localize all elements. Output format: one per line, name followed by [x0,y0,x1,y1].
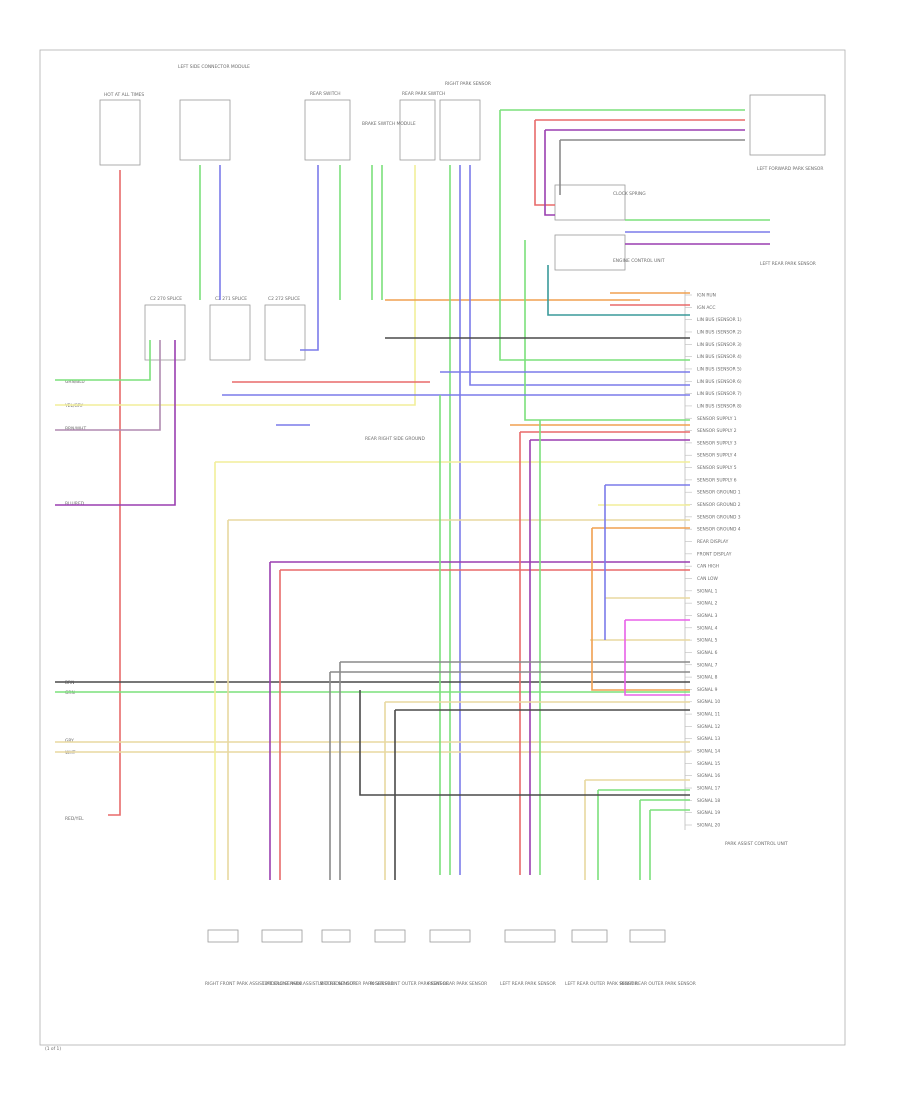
module-pin-label: SIGNAL 20 [697,823,720,829]
b4-label: RIGHT FRONT OUTER PARK SENSOR [370,981,449,987]
module-pin-label: FRONT DISPLAY [697,551,732,557]
cas-label: CLOCK SPRING [613,191,646,197]
b3-label: LEFT FRONT OUTER PARK SENSOR [318,981,394,987]
module-pin-label: SENSOR SUPPLY 3 [697,440,737,446]
module-pin-label: REAR DISPLAY [697,539,729,545]
c2270-label: C2 270 SPLICE [150,296,182,302]
rps-label: RIGHT PARK SENSOR [445,81,491,87]
module-pin-label: LIN BUS (SENSOR 2) [697,329,742,335]
module-pin-label: SIGNAL 13 [697,736,720,742]
ecu-label: ENGINE CONTROL UNIT [613,258,665,264]
b6-label: LEFT REAR PARK SENSOR [500,981,556,987]
ground-label: REAR RIGHT SIDE GROUND [365,436,425,442]
left-inputs: GRN/BLU YEL/GRY BRN/WHT BLU/RED BRN GRN … [64,379,86,822]
module-pin-label: SIGNAL 3 [697,613,718,619]
module-pin-label: SIGNAL 12 [697,724,720,730]
bottom-connector-3: LEFT FRONT OUTER PARK SENSOR [318,929,394,987]
lscm-label: LEFT SIDE CONNECTOR MODULE [178,64,250,70]
bsm-label: BRAKE SWITCH MODULE [362,121,416,127]
module-pin-label: SENSOR SUPPLY 6 [697,477,737,483]
module-pin-label: SIGNAL 11 [697,712,720,718]
module-pin-label: SIGNAL 1 [697,588,718,594]
module-pin-label: SIGNAL 9 [697,687,718,693]
module-pin-label: IGN RUN [697,293,716,299]
wires [55,109,770,880]
lfps-label: LEFT FORWARD PARK SENSOR [757,166,823,172]
page-id: (1 of 1) [45,1046,61,1052]
module-pin-label: LIN BUS (SENSOR 6) [697,379,742,385]
module-pin-label: SIGNAL 17 [697,786,720,792]
module-pin-label: SENSOR SUPPLY 5 [697,465,737,471]
c2272-label: C2 272 SPLICE [268,296,300,302]
module-pin-label: SENSOR SUPPLY 4 [697,453,737,459]
module-pin-label: SIGNAL 7 [697,662,718,668]
input-3-label: BRN/WHT [65,426,86,432]
rsw-label: REAR SWITCH [310,91,341,97]
input-5-label: BRN [65,680,74,686]
b8-label: RIGHT REAR OUTER PARK SENSOR [620,981,696,987]
diagram-frame [39,49,846,1046]
bottom-connector-2: LEFT FRONT PARK ASSIST MIDDLE SENSOR [261,929,356,987]
b5-label: RIGHT REAR PARK SENSOR [428,981,487,987]
bottom-connector-1: RIGHT FRONT PARK ASSIST MIDDLE SENSOR [205,929,303,987]
c2271-label: C2 271 SPLICE [215,296,247,302]
module-pin-label: IGN ACC [697,305,715,311]
input-8-label: WHT [65,750,76,756]
bottom-connector-8: RIGHT REAR OUTER PARK SENSOR [620,929,696,987]
b7-label: LEFT REAR OUTER PARK SENSOR [565,981,637,987]
input-1-label: GRN/BLU [65,379,85,385]
lrps-label: LEFT REAR PARK SENSOR [760,261,816,267]
b2-label: LEFT FRONT PARK ASSIST MIDDLE SENSOR [262,981,356,987]
module-pin-label: SIGNAL 6 [697,650,718,656]
module-pin-label: SIGNAL 18 [697,798,720,804]
module-pin-label: SENSOR GROUND 4 [697,527,741,533]
module-pin-label: SIGNAL 8 [697,675,718,681]
module-pin-label: SIGNAL 19 [697,810,720,816]
bottom-components: RIGHT FRONT PARK ASSIST MIDDLE SENSOR LE… [205,929,696,987]
module-pin-label: SIGNAL 4 [697,625,718,631]
mid-connectors: C2 270 SPLICE C2 271 SPLICE C2 272 SPLIC… [144,296,306,361]
module-pin-label: SIGNAL 5 [697,638,718,644]
module-pin-label: CAN LOW [697,576,718,582]
module-pin-label: SIGNAL 15 [697,761,720,767]
module-pin-label: SENSOR SUPPLY 2 [697,428,737,434]
module-pin-label: LIN BUS (SENSOR 8) [697,403,742,409]
module-pin-label: LIN BUS (SENSOR 1) [697,317,742,323]
module-pin-label: CAN HIGH [697,564,719,570]
right-components: LEFT FORWARD PARK SENSOR CLOCK SPRING LE… [554,94,826,271]
module-pin-label: SIGNAL 16 [697,773,720,779]
input-6-label: GRN [65,690,75,696]
module-pin-label: SIGNAL 14 [697,749,720,755]
module-label: PARK ASSIST CONTROL UNIT [725,841,788,847]
b1-label: RIGHT FRONT PARK ASSIST MIDDLE SENSOR [205,981,303,987]
module-pin-label: SIGNAL 10 [697,699,720,705]
input-4-label: BLU/RED [65,501,85,507]
module-pin-label: SENSOR GROUND 3 [697,514,741,520]
module-pin-label: SENSOR GROUND 2 [697,502,741,508]
bottom-connector-5: RIGHT REAR PARK SENSOR [428,929,487,987]
bottom-connector-7: LEFT REAR OUTER PARK SENSOR [565,929,637,987]
module-pin-label: SENSOR GROUND 1 [697,490,741,496]
top-components: HOT AT ALL TIMES LEFT SIDE CONNECTOR MOD… [99,64,491,166]
input-7-label: GRY [65,738,74,744]
input-9-label: RED/YEL [65,816,84,822]
module-pin-label: SIGNAL 2 [697,601,718,607]
park-assist-module: IGN RUN IGN ACC LIN BUS (SENSOR 1) LIN BUS … [684,290,788,847]
module-pin-label: LIN BUS (SENSOR 7) [697,391,742,397]
bottom-connector-4: RIGHT FRONT OUTER PARK SENSOR [370,929,449,987]
fuse-label: HOT AT ALL TIMES [104,92,144,98]
module-pin-label: LIN BUS (SENSOR 3) [697,342,742,348]
module-pin-label: LIN BUS (SENSOR 5) [697,366,742,372]
rpsw-label: REAR PARK SWITCH [402,91,445,97]
bottom-connector-6: LEFT REAR PARK SENSOR [500,929,556,987]
module-pin-label: SENSOR SUPPLY 1 [697,416,737,422]
input-2-label: YEL/GRY [64,403,84,409]
module-pin-label: LIN BUS (SENSOR 4) [697,354,742,360]
